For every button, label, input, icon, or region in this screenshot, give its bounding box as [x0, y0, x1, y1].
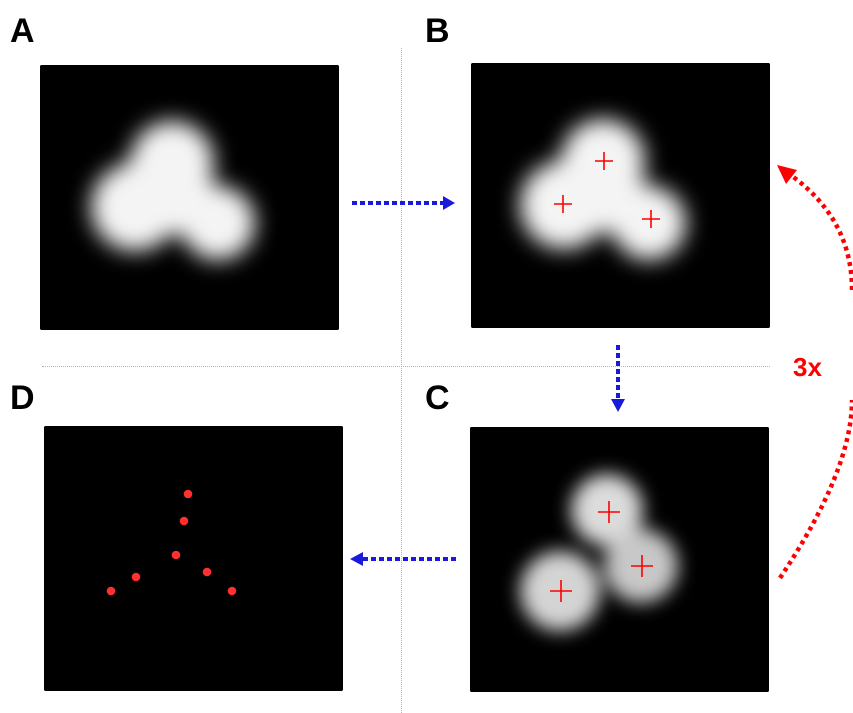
repeat-count-label: 3x — [793, 352, 822, 382]
refined-center-markers — [550, 501, 653, 602]
panel-b-image — [471, 63, 770, 328]
panel-label-c: C — [425, 379, 450, 417]
arrow-c-to-d — [350, 552, 456, 566]
panel-label-b: B — [425, 12, 450, 50]
arrow-a-to-b — [352, 196, 455, 210]
localized-points — [106, 489, 237, 596]
panel-label-d: D — [10, 379, 35, 417]
arrow-b-to-c — [611, 345, 625, 412]
panel-c-image — [470, 427, 769, 692]
panel-a-image — [40, 65, 339, 330]
center-markers — [554, 152, 660, 228]
horizontal-divider — [42, 366, 770, 367]
vertical-divider — [401, 48, 402, 713]
panel-d-image — [44, 426, 343, 691]
panel-label-a: A — [10, 12, 35, 50]
